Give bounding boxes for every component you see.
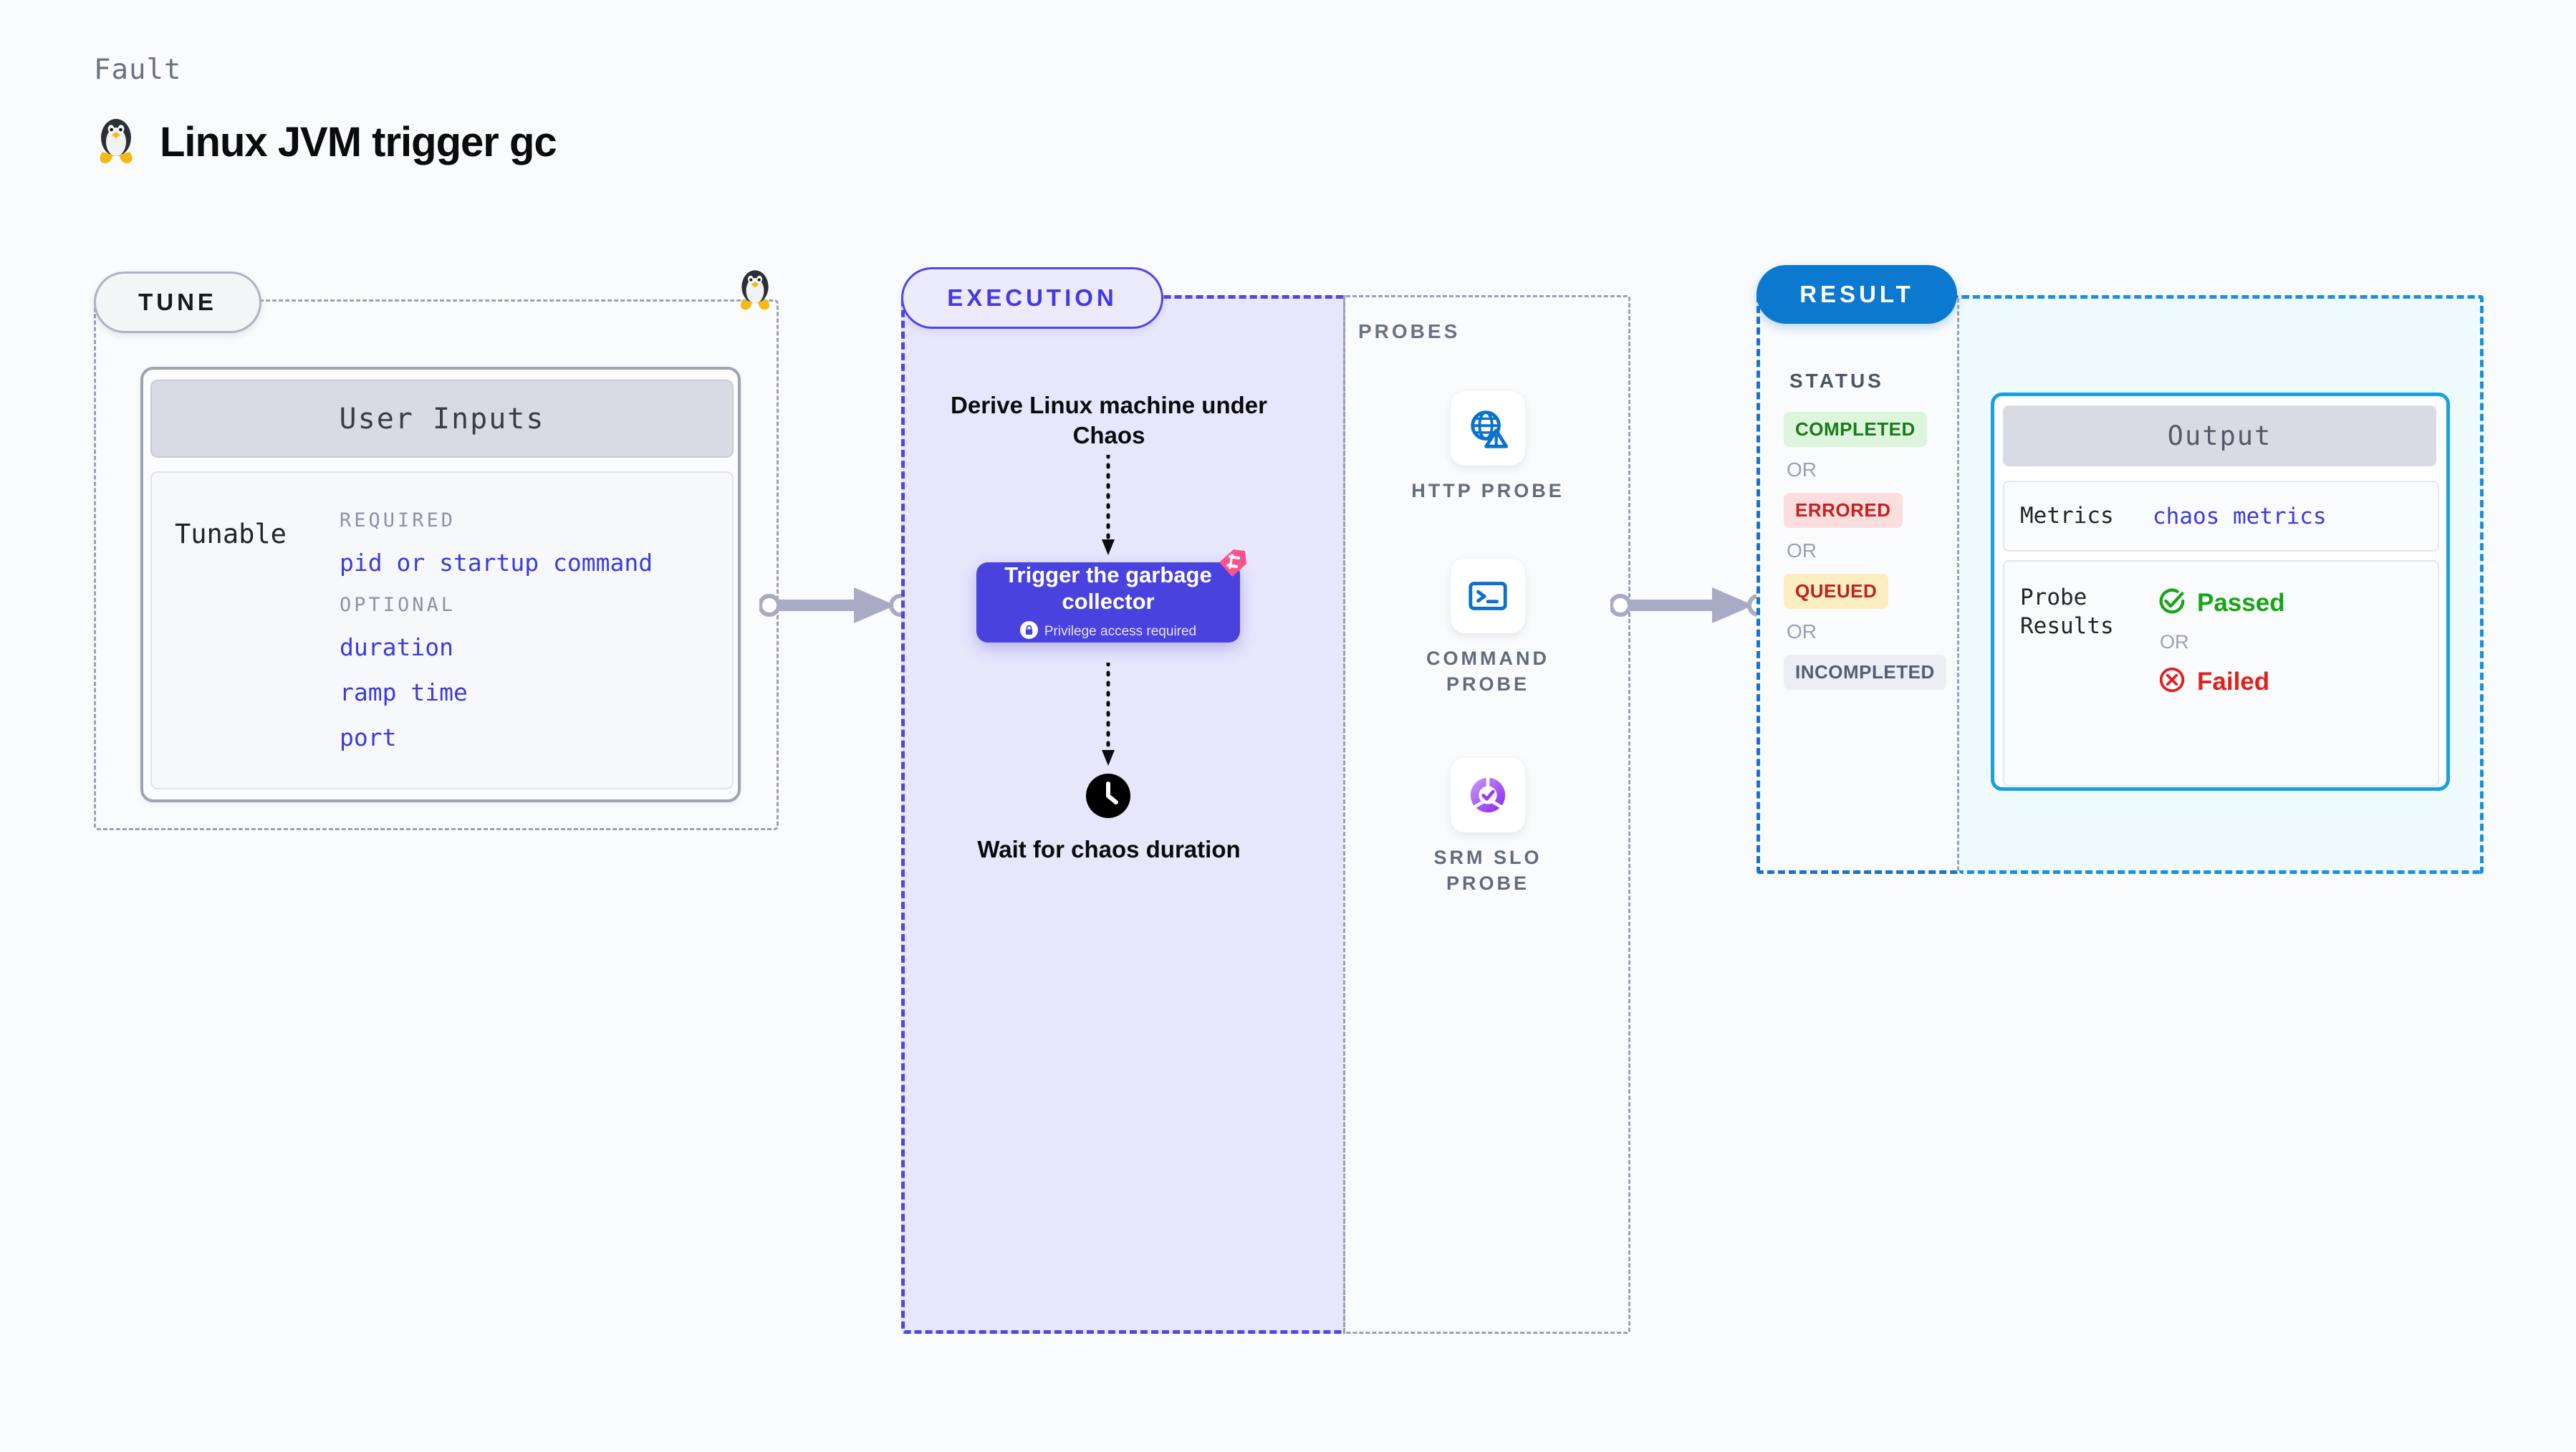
probe-result-or: OR <box>2160 631 2189 653</box>
result-stage-pill[interactable]: RESULT <box>1756 265 1957 324</box>
dotted-arrow-down-1 <box>1102 455 1115 555</box>
status-badge-incompleted: INCOMPLETED <box>1784 655 1946 690</box>
probe-results-key: Probe Results <box>2020 585 2114 640</box>
linux-penguin-icon-small <box>732 266 778 312</box>
clock-icon <box>1086 774 1130 818</box>
dotted-arrow-down-2 <box>1102 663 1115 766</box>
slo-donut-check-icon <box>1451 758 1525 832</box>
probe-item-command[interactable]: COMMAND PROBE <box>1405 559 1570 697</box>
trigger-gc-title: Trigger the garbage collector <box>1004 562 1212 614</box>
connector-tune-to-execution <box>759 587 912 623</box>
status-badge-errored: ERRORED <box>1784 493 1903 528</box>
tune-section <box>94 299 779 830</box>
tunable-label: Tunable <box>175 519 287 549</box>
x-circle-icon <box>2157 665 2187 698</box>
user-inputs-header: User Inputs <box>150 380 734 458</box>
status-list: COMPLETED OR ERRORED OR QUEUED OR INCOMP… <box>1784 412 1946 690</box>
execution-step-wait: Wait for chaos duration <box>977 836 1241 862</box>
tunable-box: Tunable REQUIRED pid or startup command … <box>150 471 734 789</box>
status-badge-queued: QUEUED <box>1784 574 1889 609</box>
probe-label-http: HTTP PROBE <box>1411 480 1565 501</box>
page-title: Linux JVM trigger gc <box>160 119 557 165</box>
tunable-item-ramp-time[interactable]: ramp time <box>340 678 468 706</box>
probe-results-row: Probe Results Passed OR <box>2003 560 2439 787</box>
connector-execution-to-result <box>1610 587 1770 623</box>
execution-step-derive: Derive Linux machine under Chaos <box>951 392 1267 449</box>
probe-label-command: COMMAND PROBE <box>1426 648 1549 695</box>
output-card: Output Metrics chaos metrics Probe Resul… <box>1991 393 2450 791</box>
probe-result-failed: Failed <box>2157 665 2285 698</box>
metrics-row: Metrics chaos metrics <box>2003 481 2439 552</box>
privilege-note: Privilege access required <box>1019 620 1197 643</box>
status-or-1: OR <box>1787 458 1817 481</box>
harness-logo-icon <box>1215 547 1249 581</box>
probe-result-passed: Passed <box>2157 586 2285 620</box>
page-title-row: Linux JVM trigger gc <box>94 115 557 170</box>
trigger-gc-node[interactable]: Trigger the garbage collector Privilege … <box>976 562 1240 643</box>
probe-results-values: Passed OR Failed <box>2157 562 2285 785</box>
tunable-item-port[interactable]: port <box>340 723 397 751</box>
linux-penguin-icon <box>94 115 138 170</box>
output-header: Output <box>2003 405 2436 466</box>
probe-item-http[interactable]: HTTP PROBE <box>1405 391 1570 504</box>
status-title: STATUS <box>1789 370 1884 392</box>
metrics-value[interactable]: chaos metrics <box>2153 503 2327 529</box>
status-or-3: OR <box>1787 620 1817 643</box>
probes-title: PROBES <box>1358 320 1461 342</box>
optional-heading: OPTIONAL <box>340 594 456 616</box>
privilege-note-text: Privilege access required <box>1044 623 1197 639</box>
status-or-2: OR <box>1787 539 1817 562</box>
user-inputs-card: User Inputs Tunable REQUIRED pid or star… <box>140 367 741 802</box>
check-circle-icon <box>2157 586 2187 620</box>
probe-item-srm-slo[interactable]: SRM SLO PROBE <box>1405 758 1570 896</box>
execution-stage-pill[interactable]: EXECUTION <box>901 267 1163 329</box>
tunable-item-pid[interactable]: pid or startup command <box>340 549 653 577</box>
probe-result-passed-label: Passed <box>2197 588 2285 617</box>
status-badge-completed: COMPLETED <box>1784 412 1927 447</box>
globe-warning-icon <box>1451 391 1525 466</box>
lock-icon <box>1019 620 1038 643</box>
required-heading: REQUIRED <box>340 509 456 532</box>
terminal-icon <box>1451 559 1525 633</box>
tunable-item-duration[interactable]: duration <box>340 633 453 661</box>
probe-label-srm-slo: SRM SLO PROBE <box>1433 847 1542 894</box>
probe-result-failed-label: Failed <box>2197 667 2270 696</box>
tune-stage-pill[interactable]: TUNE <box>94 271 261 333</box>
fault-kicker: Fault <box>94 54 182 86</box>
metrics-key: Metrics <box>2020 503 2114 529</box>
tunable-values: REQUIRED pid or startup command OPTIONAL… <box>340 500 712 769</box>
